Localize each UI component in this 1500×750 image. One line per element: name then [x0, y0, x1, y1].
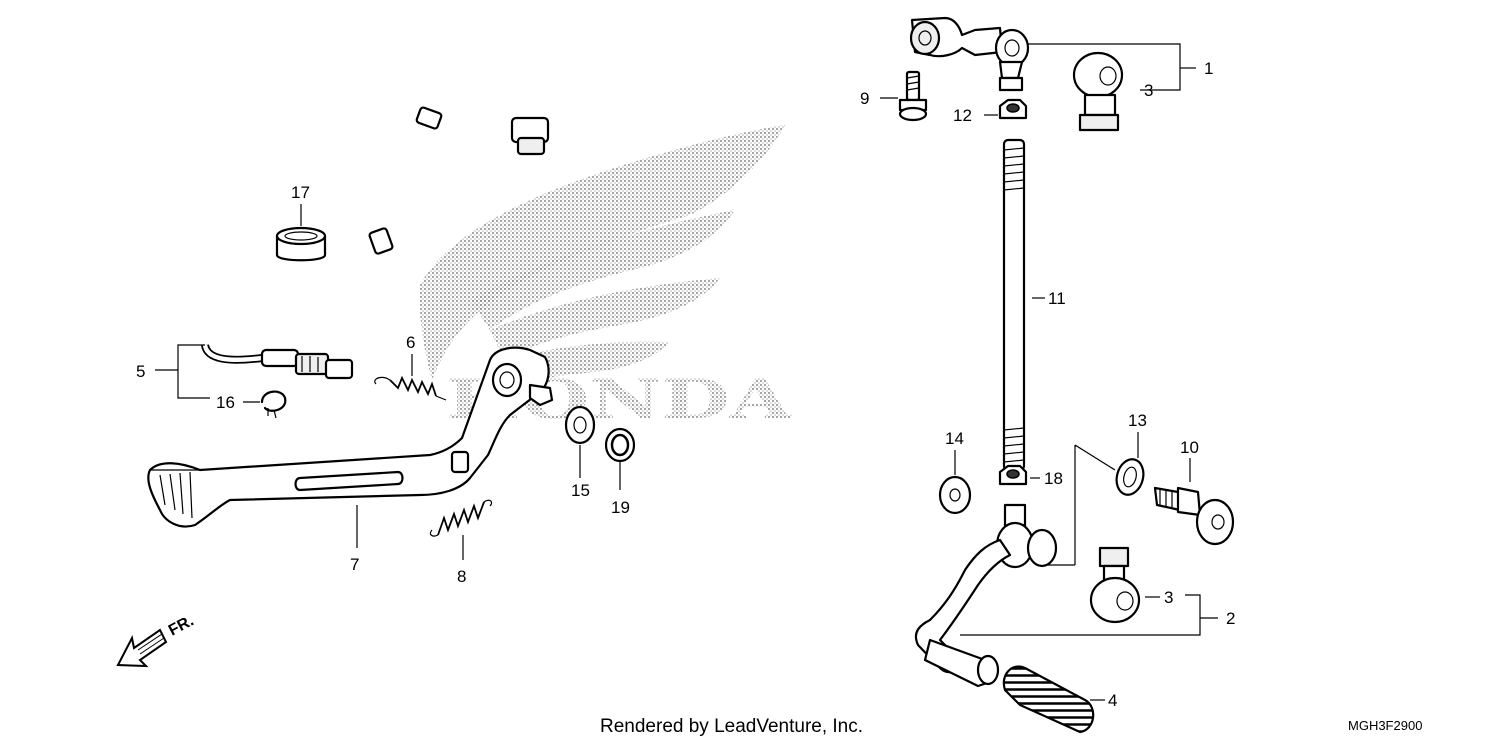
callout-7: 7: [350, 555, 359, 574]
washer-part-13: [1115, 458, 1145, 496]
shift-pedal-part-2: [914, 503, 1058, 688]
nut-part-18: [998, 464, 1028, 486]
pivot-bolt-part-10: [1153, 486, 1235, 546]
callout-11: 11: [1048, 289, 1066, 308]
callout-2: 2: [1226, 609, 1235, 628]
callout-3-lower: 3: [1164, 588, 1173, 607]
callout-10: 10: [1180, 438, 1199, 457]
washer-part-15: [564, 405, 596, 445]
snap-ring-part-19: [604, 427, 636, 463]
callout-13: 13: [1128, 411, 1147, 430]
honda-wing-watermark: HONDA: [419, 125, 793, 431]
callout-9: 9: [860, 89, 869, 108]
callout-3-upper: 3: [1144, 81, 1153, 100]
callout-1: 1: [1204, 59, 1213, 78]
callout-16: 16: [216, 393, 235, 412]
upper-joint-part-1: [909, 16, 1030, 92]
leader-lines: [155, 43, 1218, 701]
brake-switch-cable-part: [201, 95, 550, 380]
callout-5: 5: [136, 362, 145, 381]
callout-12: 12: [953, 106, 972, 125]
nut-part-12: [998, 98, 1028, 120]
callout-14: 14: [945, 429, 964, 448]
washer-part-14: [938, 475, 972, 515]
bolt-part-9: [898, 70, 928, 122]
pedal-rubber-part-4: [1002, 665, 1095, 734]
diagram-code: MGH3F2900: [1348, 718, 1422, 733]
spring-part-8: [429, 499, 493, 537]
callout-6: 6: [406, 333, 415, 352]
render-credit: Rendered by LeadVenture, Inc.: [600, 716, 863, 737]
brake-pedal-part-7: [147, 346, 554, 528]
spring-part-6: [374, 375, 447, 401]
callout-4: 4: [1108, 691, 1117, 710]
band-part-17: [275, 226, 327, 262]
ball-joint-upper-part-3: [1072, 51, 1124, 132]
callout-8: 8: [457, 567, 466, 586]
callout-labels: 1 2 3 3 4 5 6 7 8 9 10 11 12 13 14 15 16…: [136, 59, 1235, 710]
callout-17: 17: [291, 183, 310, 202]
front-label: FR.: [166, 612, 197, 639]
shift-rod-part-11: [1002, 138, 1026, 472]
ball-joint-lower-part-3: [1089, 546, 1141, 624]
front-direction-arrow: FR.: [116, 612, 197, 668]
callout-19: 19: [611, 498, 630, 517]
callout-15: 15: [571, 481, 590, 500]
clip-part-16: [260, 390, 287, 419]
callout-18: 18: [1044, 469, 1063, 488]
